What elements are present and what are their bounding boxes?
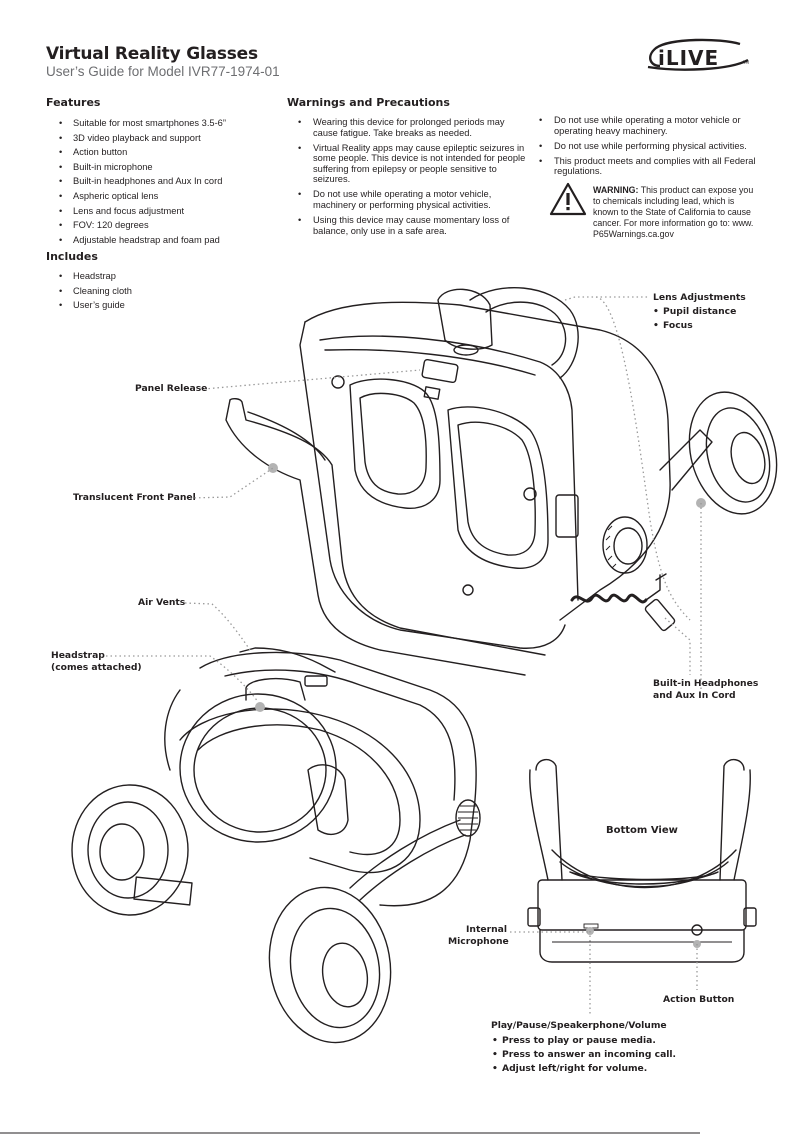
vr-headset-bottom-illustration xyxy=(527,759,757,963)
lens-adjustment-list: Pupil distance Focus xyxy=(651,305,736,333)
callout-internal-microphone: Internal Microphone xyxy=(448,924,509,947)
list-item: Built-in microphone xyxy=(46,160,286,175)
prop65-text: This product can expose you to chemicals… xyxy=(593,185,754,239)
list-item: Press to answer an incoming call. xyxy=(490,1048,676,1062)
vr-headset-rear-illustration xyxy=(71,647,481,1044)
page-title: Virtual Reality Glasses xyxy=(46,44,258,64)
prop65-label: WARNING: xyxy=(593,185,639,195)
list-item: This product meets and complies with all… xyxy=(528,156,760,177)
list-item: Pupil distance xyxy=(651,305,736,319)
callout-leader-lines xyxy=(106,296,702,1016)
list-item: FOV: 120 degrees xyxy=(46,218,286,233)
includes-list: Headstrap Cleaning cloth User’s guide xyxy=(46,269,246,313)
list-item: 3D video playback and support xyxy=(46,131,286,146)
callout-headphones: Built-in Headphones and Aux In Cord xyxy=(653,678,759,701)
list-item: Aspheric optical lens xyxy=(46,189,286,204)
callout-air-vents: Air Vents xyxy=(138,597,186,608)
callout-translucent-front-panel: Translucent Front Panel xyxy=(73,492,196,503)
warnings-list-2: Do not use while operating a motor vehic… xyxy=(528,115,760,181)
list-item: Do not use while operating a motor vehic… xyxy=(287,189,527,210)
callout-action-button: Action Button xyxy=(663,994,735,1005)
warnings-list-1: Wearing this device for prolonged period… xyxy=(287,117,527,241)
list-item: Do not use while performing physical act… xyxy=(528,141,760,152)
svg-text:iLIVE: iLIVE xyxy=(658,46,719,70)
list-item: Focus xyxy=(651,319,736,333)
list-item: Lens and focus adjustment xyxy=(46,204,286,219)
page-subtitle: User’s Guide for Model IVR77-1974-01 xyxy=(46,64,280,79)
prop65-warning: WARNING: This product can expose you to … xyxy=(593,185,758,240)
list-item: Wearing this device for prolonged period… xyxy=(287,117,527,138)
list-item: User’s guide xyxy=(46,298,246,313)
list-item: Virtual Reality apps may cause epileptic… xyxy=(287,143,527,185)
list-item: Action button xyxy=(46,145,286,160)
callout-panel-release: Panel Release xyxy=(135,383,208,394)
callout-headstrap: Headstrap (comes attached) xyxy=(51,650,142,673)
list-item: Press to play or pause media. xyxy=(490,1034,676,1048)
includes-heading: Includes xyxy=(46,250,98,263)
list-item: Do not use while operating a motor vehic… xyxy=(528,115,760,136)
list-item: Headstrap xyxy=(46,269,246,284)
bottom-view-heading: Bottom View xyxy=(606,825,678,836)
warnings-heading: Warnings and Precautions xyxy=(287,96,450,109)
list-item: Using this device may cause momentary lo… xyxy=(287,215,527,236)
callout-play-pause: Play/Pause/Speakerphone/Volume xyxy=(491,1020,667,1031)
features-heading: Features xyxy=(46,96,101,109)
list-item: Adjust left/right for volume. xyxy=(490,1062,676,1076)
vr-headset-front-illustration xyxy=(225,287,778,676)
svg-text:TM: TM xyxy=(742,60,749,65)
brand-logo: iLIVE TM xyxy=(640,36,760,76)
callout-lens-adjustments: Lens Adjustments xyxy=(653,292,746,303)
list-item: Adjustable headstrap and foam pad xyxy=(46,233,286,248)
list-item: Suitable for most smartphones 3.5-6” xyxy=(46,116,286,131)
play-pause-list: Press to play or pause media. Press to a… xyxy=(490,1034,676,1076)
warning-triangle-icon xyxy=(549,182,587,221)
list-item: Built-in headphones and Aux In cord xyxy=(46,174,286,189)
list-item: Cleaning cloth xyxy=(46,284,246,299)
features-list: Suitable for most smartphones 3.5-6” 3D … xyxy=(46,116,286,247)
